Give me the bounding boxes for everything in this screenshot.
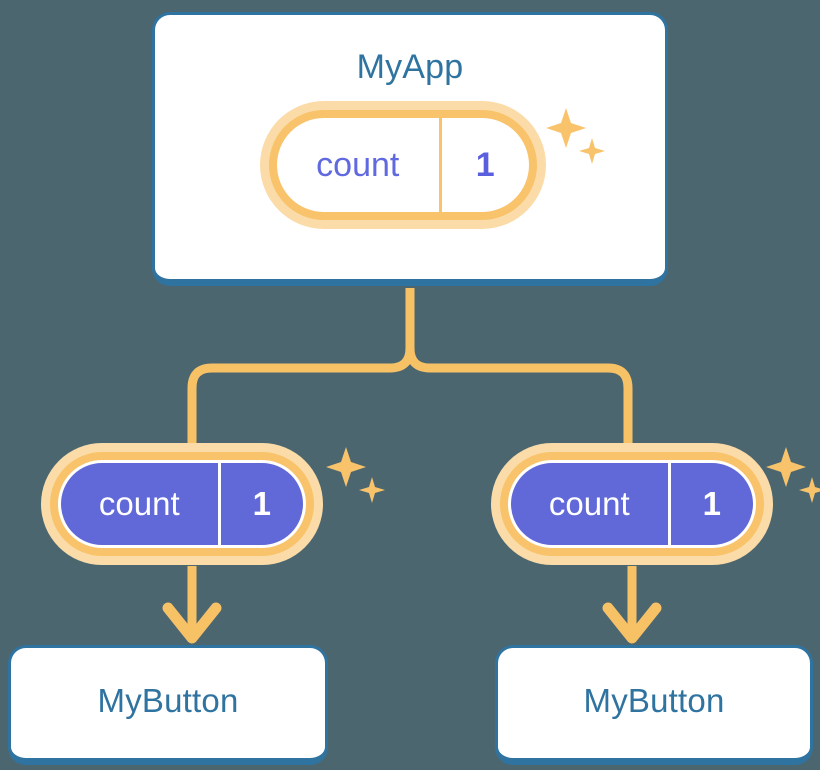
state-pill-body: count 1 <box>50 452 314 556</box>
state-pill-body: count 1 <box>269 110 537 220</box>
state-pill-child-right[interactable]: count 1 <box>500 452 764 556</box>
child-component-card-right[interactable]: MyButton <box>495 645 813 765</box>
state-pill-inner: count 1 <box>508 460 756 548</box>
child-component-title: MyButton <box>583 682 725 719</box>
state-key-label: count <box>98 485 180 522</box>
page-title: MyApp <box>356 48 464 86</box>
arrow-down-icon-right <box>602 566 662 644</box>
state-value-label: 1 <box>702 485 721 522</box>
child-component-card-left[interactable]: MyButton <box>8 645 328 765</box>
state-pill-divider <box>667 463 671 545</box>
child-component-title: MyButton <box>97 682 239 719</box>
state-value-label: 1 <box>475 145 495 184</box>
state-pill-body: count 1 <box>500 452 764 556</box>
state-pill-inner: count 1 <box>277 118 529 212</box>
connector-branch-left <box>187 347 415 452</box>
connector-branch-right <box>405 347 633 452</box>
arrow-down-icon-left <box>162 566 222 644</box>
sparkle-icon-child-right <box>766 447 820 503</box>
state-pill-divider <box>438 118 442 212</box>
state-pill-child-left[interactable]: count 1 <box>50 452 314 556</box>
state-value-label: 1 <box>252 485 271 522</box>
state-pill-divider <box>217 463 221 545</box>
state-key-label: count <box>316 145 400 184</box>
sparkle-icon-child-left <box>326 447 385 503</box>
state-key-label: count <box>548 485 630 522</box>
state-pill-inner: count 1 <box>58 460 306 548</box>
state-pill-root[interactable]: count 1 <box>269 110 537 220</box>
